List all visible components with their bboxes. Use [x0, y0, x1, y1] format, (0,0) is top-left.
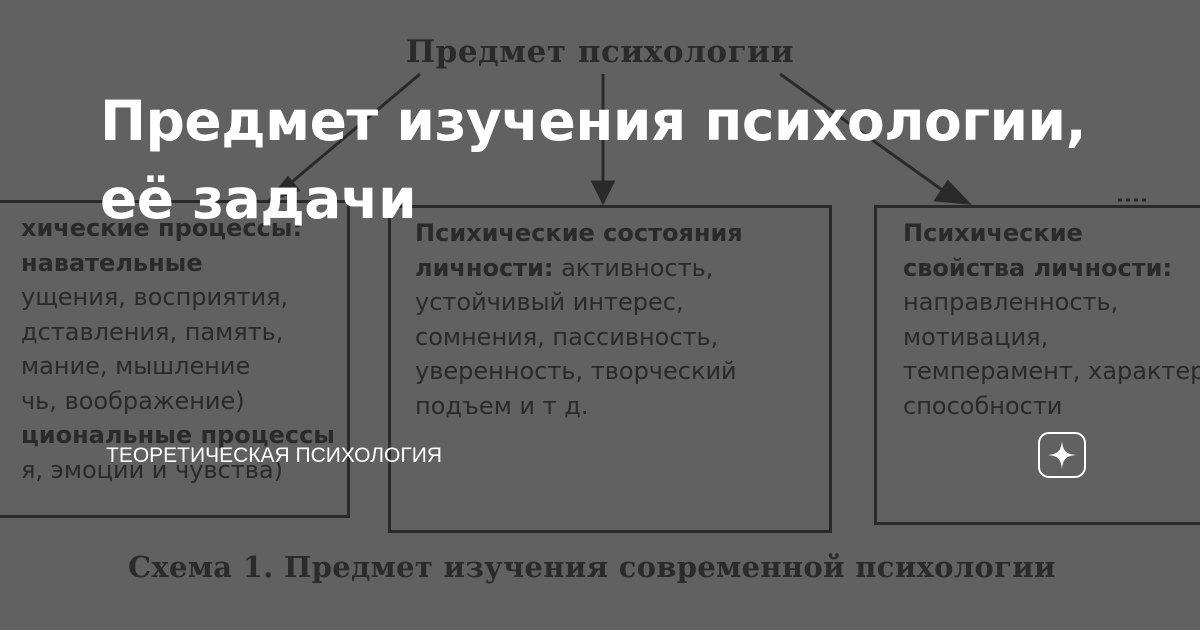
box-line: циональные процессы: [20, 421, 335, 449]
diagram-box-traits: Психические свойства личности: направлен…: [874, 205, 1200, 525]
box-processes-text: хические процессы: навательные ущения, в…: [21, 211, 335, 487]
box-line: дставления, память,: [20, 317, 284, 346]
article-title[interactable]: Предмет изучения психологии, её задачи: [100, 82, 1087, 238]
title-line: Предмет изучения психологии,: [100, 89, 1087, 153]
diagram-box-processes: хические процессы: навательные ущения, в…: [0, 200, 350, 518]
box-line: Психические состояния: [415, 219, 743, 247]
box-line: личности: активность,: [415, 253, 714, 282]
zen-star-icon[interactable]: [1038, 432, 1086, 478]
diagram-title: Предмет психологии: [405, 34, 795, 70]
arrow-mid-head: [590, 180, 616, 206]
box-line: устойчивый интерес,: [415, 288, 684, 316]
arrow-right-line: [779, 72, 946, 194]
star-glyph: [1048, 441, 1076, 469]
box-line: я, эмоции и чувства): [20, 455, 283, 484]
box-line: ущения, восприятия,: [20, 283, 289, 311]
box-line: хические процессы:: [20, 214, 303, 242]
title-line: её задачи: [100, 167, 417, 231]
box-traits-text: Психические свойства личности: направлен…: [903, 216, 1200, 423]
box-line: способности: [903, 391, 1063, 420]
arrow-left-head: [265, 175, 301, 204]
box-line: сомнения, пассивность,: [415, 322, 719, 351]
box-line: навательные: [20, 248, 203, 277]
box-line: уверенность, творческий: [415, 357, 737, 385]
arrow-left-line: [279, 72, 421, 194]
box-line: направленность,: [903, 288, 1119, 316]
box-line: чь, воображение): [20, 386, 245, 415]
channel-name[interactable]: ТЕОРЕТИЧЕСКАЯ ПСИХОЛОГИЯ: [106, 444, 443, 467]
box-states-text: Психические состояния личности: активнос…: [415, 216, 743, 423]
diagram-box-states: Психические состояния личности: активнос…: [388, 205, 832, 533]
box-line: Психические: [903, 219, 1083, 247]
box-line: темперамент, характер,: [903, 357, 1200, 385]
diagram-caption: Схема 1. Предмет изучения современной пс…: [128, 550, 1056, 584]
box-line: мотивация,: [903, 322, 1049, 351]
box-line: подъем и т д.: [415, 391, 589, 420]
arrow-right-head: [933, 179, 972, 205]
box-line: мание, мышление: [20, 352, 251, 380]
box-line: свойства личности:: [903, 253, 1173, 282]
box-line-bold-prefix: личности:: [415, 253, 554, 282]
